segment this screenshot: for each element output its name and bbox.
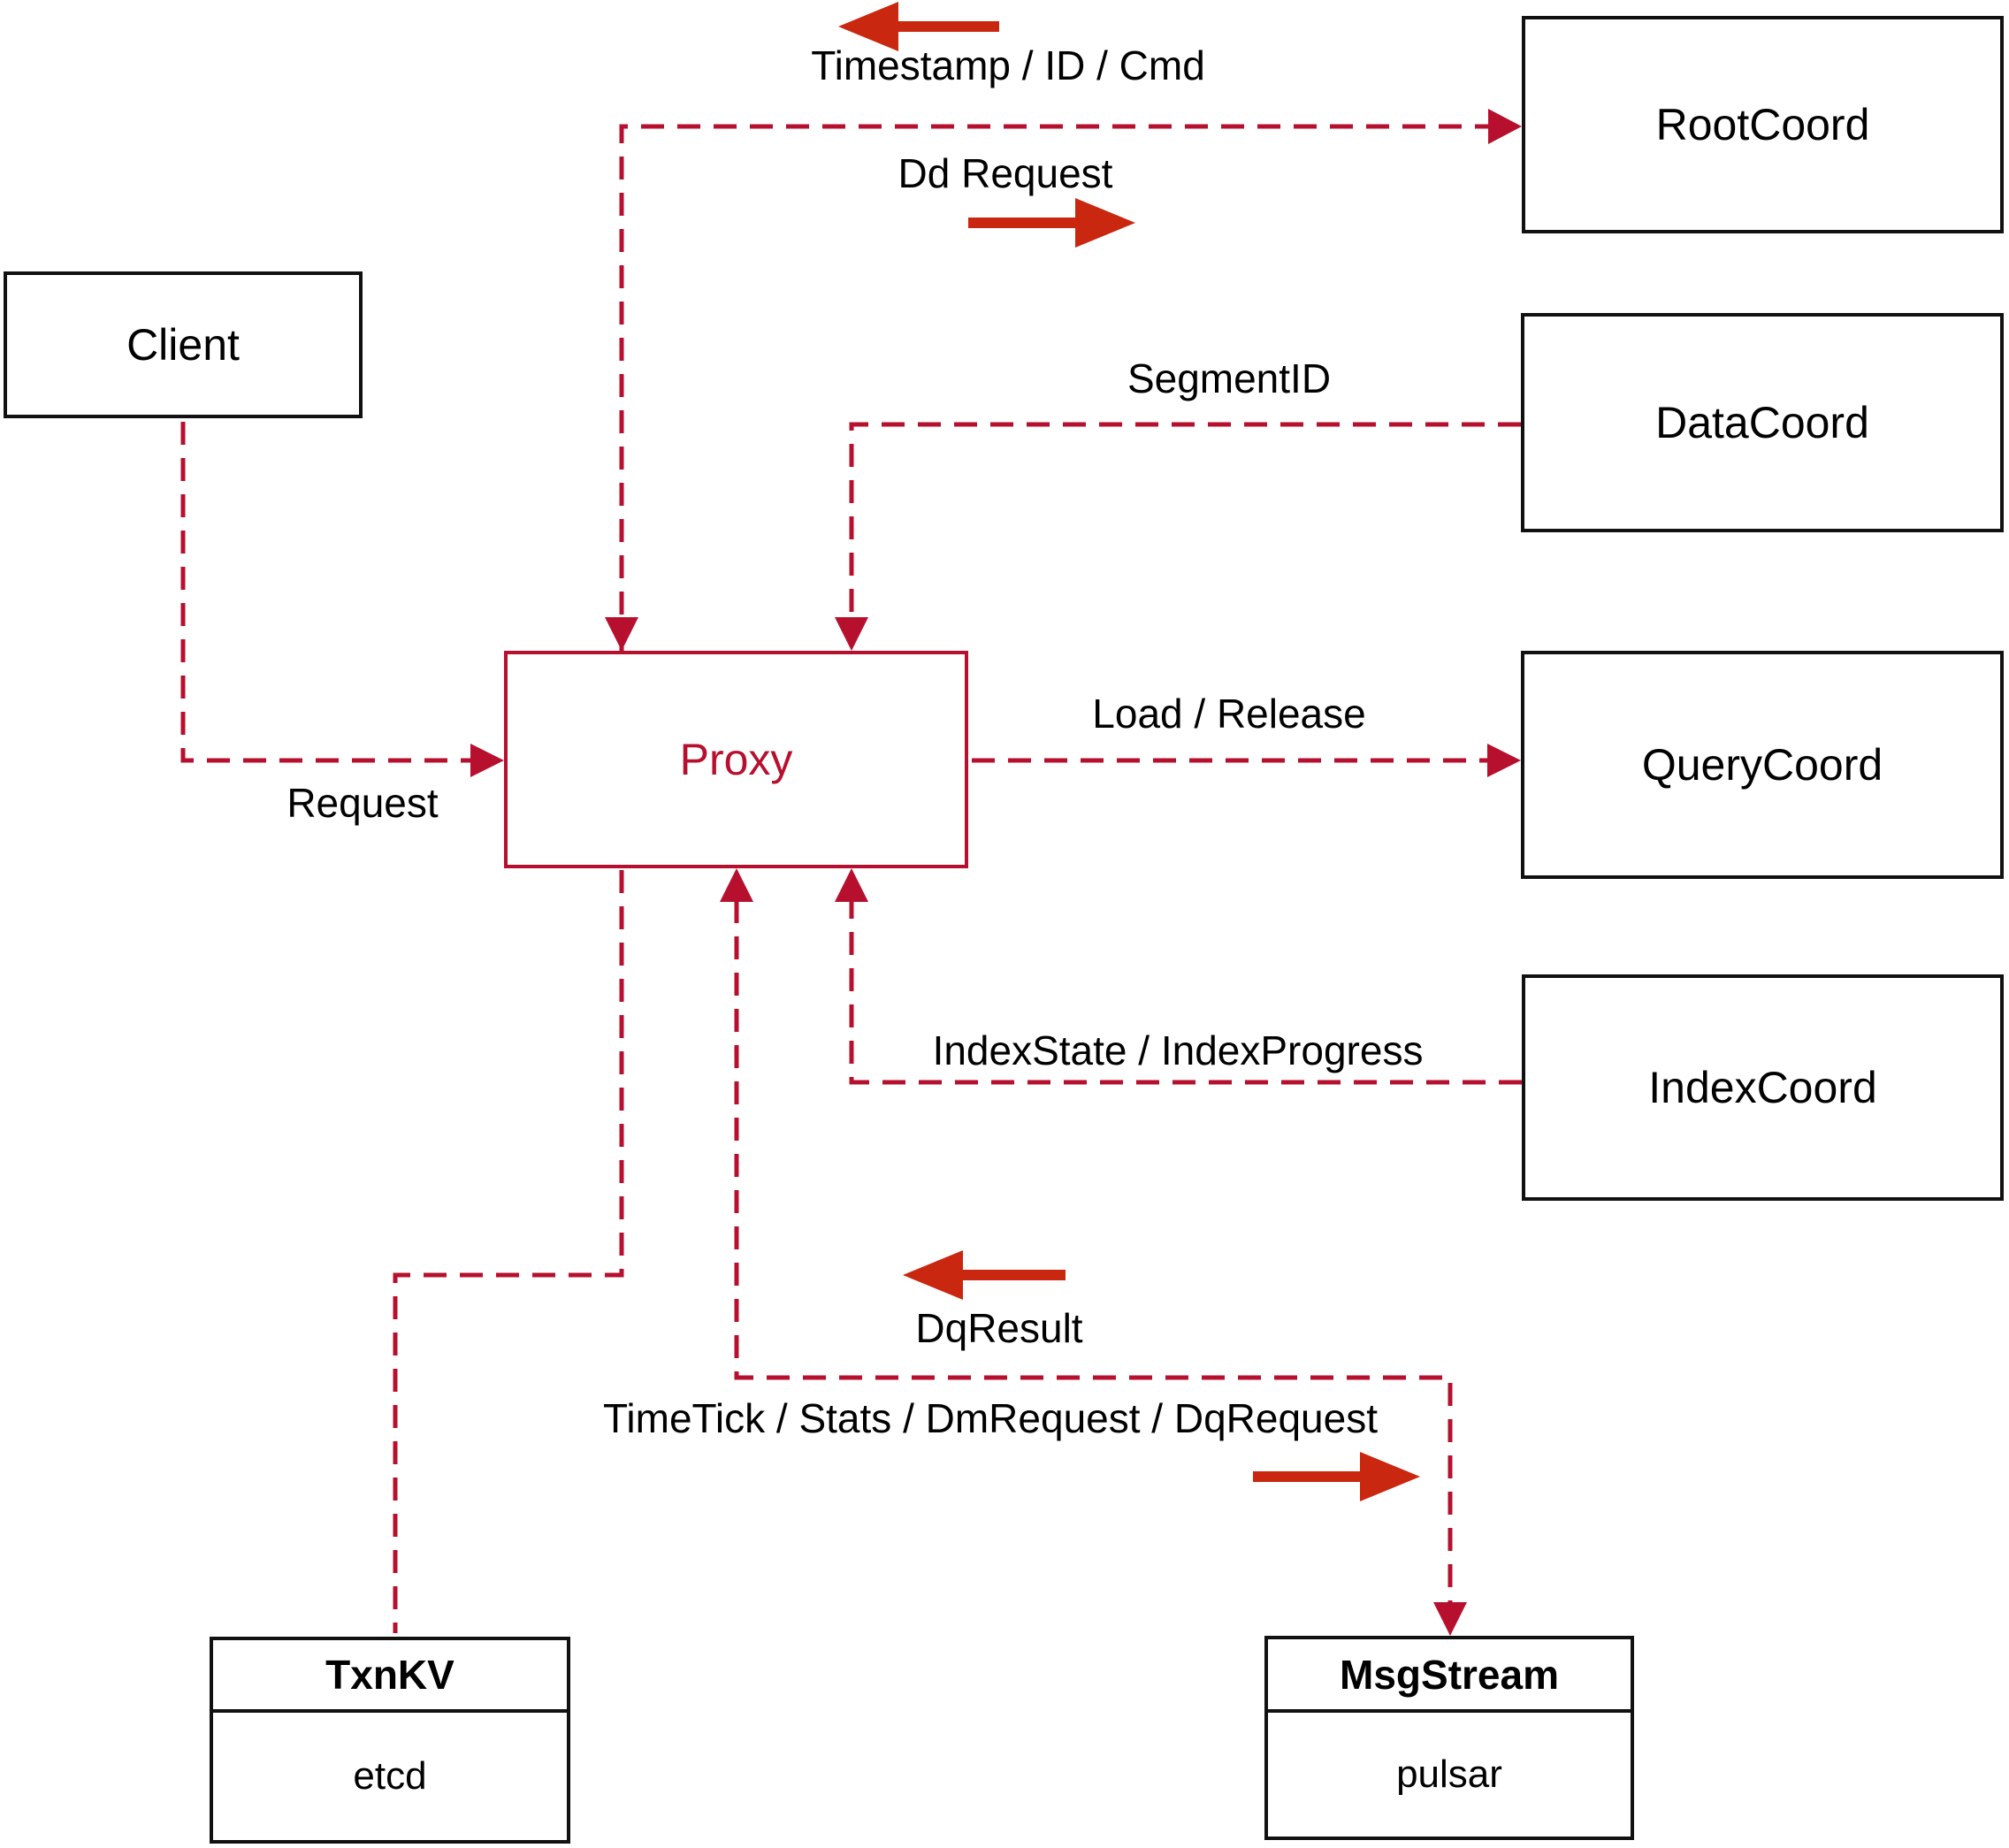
edge-indexcoord-proxy — [849, 900, 1522, 1085]
node-proxy: Proxy — [504, 651, 968, 868]
arrowhead-into-msgstream — [1433, 1602, 1467, 1636]
node-client: Client — [4, 271, 363, 418]
node-msgstream: MsgStream pulsar — [1264, 1636, 1634, 1840]
edge-datacoord-proxy — [849, 422, 1521, 619]
arrowhead-into-proxy-bottom-right — [835, 868, 868, 902]
edge-label-timestamp-id-cmd: Timestamp / ID / Cmd — [811, 42, 1205, 88]
node-indexcoord-label: IndexCoord — [1648, 1063, 1877, 1112]
edge-proxy-rootcoord — [619, 124, 1494, 651]
node-txnkv: TxnKV etcd — [210, 1637, 570, 1844]
node-proxy-label: Proxy — [679, 735, 793, 784]
flow-arrow-right-dd-request — [968, 198, 1135, 248]
arrowhead-into-proxy-top-left — [605, 617, 638, 651]
edge-label-segment-id: SegmentID — [1127, 355, 1332, 401]
node-client-label: Client — [126, 320, 240, 370]
edge-label-index-state: IndexState / IndexProgress — [932, 1027, 1424, 1073]
edge-label-dd-request: Dd Request — [898, 150, 1113, 196]
arrowhead-into-proxy-top-right — [835, 617, 868, 651]
node-querycoord-label: QueryCoord — [1641, 740, 1883, 790]
node-datacoord-label: DataCoord — [1655, 398, 1869, 447]
node-indexcoord: IndexCoord — [1522, 974, 2004, 1201]
node-msgstream-impl: pulsar — [1396, 1753, 1502, 1796]
flow-arrow-left-timestamp — [838, 2, 999, 51]
node-rootcoord: RootCoord — [1522, 16, 2004, 233]
edge-label-timetick: TimeTick / Stats / DmRequest / DqRequest — [603, 1395, 1378, 1441]
arrowhead-into-querycoord — [1487, 744, 1521, 777]
arrowhead-into-rootcoord — [1488, 109, 1522, 144]
arrowhead-into-proxy-left — [470, 744, 504, 777]
node-datacoord: DataCoord — [1521, 313, 2004, 532]
edge-client-proxy — [180, 422, 472, 763]
edge-proxy-msgstream — [734, 900, 1453, 1604]
node-txnkv-impl: etcd — [353, 1754, 427, 1798]
arrowhead-into-proxy-bottom-mid — [720, 868, 753, 902]
node-rootcoord-label: RootCoord — [1655, 100, 1870, 149]
flow-arrow-right-dqrequest — [1253, 1452, 1420, 1501]
edge-proxy-txnkv — [393, 870, 624, 1633]
node-txnkv-title: TxnKV — [213, 1640, 567, 1713]
node-querycoord: QueryCoord — [1521, 651, 2004, 879]
node-msgstream-title: MsgStream — [1268, 1639, 1631, 1713]
edge-label-load-release: Load / Release — [1092, 691, 1366, 737]
edge-label-dqresult: DqResult — [915, 1305, 1083, 1351]
flow-arrow-left-dqresult — [903, 1250, 1066, 1300]
edge-label-request: Request — [286, 780, 439, 826]
